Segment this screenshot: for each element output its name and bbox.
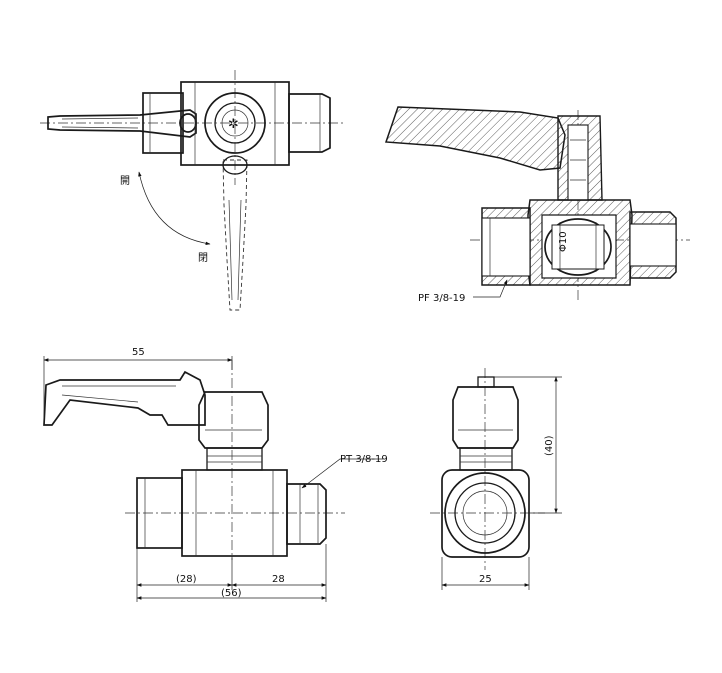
left-28-label: (28) (176, 574, 197, 585)
height-40-label: (40) (544, 435, 555, 456)
right-28-label: 28 (272, 574, 285, 585)
width-55-label: 55 (132, 347, 145, 358)
front-view (43, 356, 383, 602)
total-56-label: (56) (221, 588, 242, 599)
open-label: 開 (120, 175, 130, 187)
section-view (384, 106, 690, 300)
side-view (430, 368, 562, 590)
close-label: 閉 (198, 252, 208, 264)
width-25-label: 25 (479, 574, 492, 585)
pt-thread-label: PT 3/8-19 (340, 454, 388, 465)
svg-text:✲: ✲ (228, 117, 239, 132)
top-view: ✲ (40, 70, 345, 311)
pf-thread-label: PF 3/8-19 (418, 293, 465, 304)
bore-diameter-label: Φ10 (558, 231, 569, 252)
